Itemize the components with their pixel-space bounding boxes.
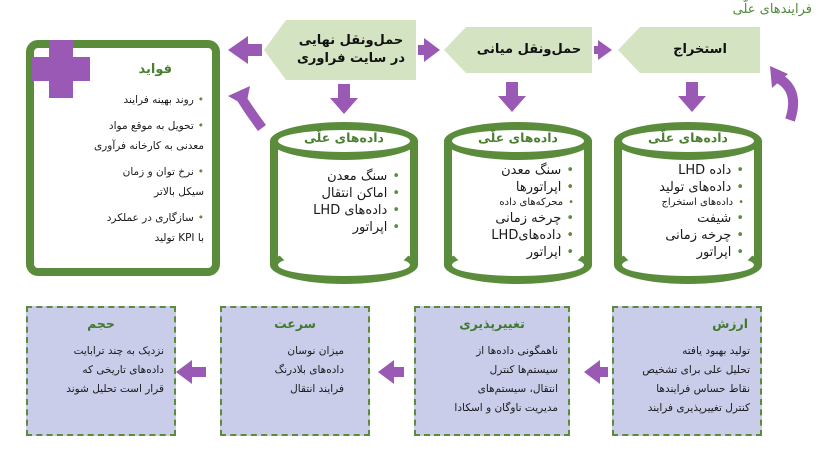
benefit-item: نرخ توان و زمان سیکل بالاتر <box>34 162 204 202</box>
benefits-list: روند بهینه فرایند تحویل به موقع مواد معد… <box>34 90 204 254</box>
box-body: نزدیک به چند ترابایت داده‌های تاریخی که … <box>66 345 164 395</box>
list-item: سنگ معدن <box>313 168 400 185</box>
list-item: اپراتورها <box>491 179 574 196</box>
plus-icon <box>32 40 90 98</box>
diagram-heading: فرایندهای علّی <box>732 2 812 17</box>
cylinder-extraction: داده‌های علّی داده LHD داده‌های تولید دا… <box>614 122 762 284</box>
benefit-item: تحویل به موقع مواد معدنی به کارخانه فرآو… <box>34 116 204 156</box>
list-item: سنگ معدن <box>491 162 574 179</box>
list-item: اپراتور <box>491 244 574 261</box>
list-item: اپراتور <box>313 219 400 236</box>
box-volume: حجم نزدیک به چند ترابایت داده‌های تاریخی… <box>26 306 176 436</box>
curved-arrow-right <box>775 73 798 122</box>
intermediate-chevron-shape <box>444 27 592 73</box>
stage-intermediate: حمل‌ونقل میانی <box>466 27 592 73</box>
stage-final-label: حمل‌ونقل نهایی در سایت فراوری <box>296 33 406 66</box>
box-title: حجم <box>87 316 115 331</box>
stage-intermediate-label: حمل‌ونقل میانی <box>476 42 582 57</box>
box-body: میزان نوسان داده‌های بلادرنگ فرایند انتق… <box>274 345 344 395</box>
arrow-intermediate-to-final <box>418 38 440 62</box>
list-item: چرخه زمانی <box>659 227 744 244</box>
box-variability: تغییرپذیری ناهمگونی داده‌ها از سیستم‌ها … <box>414 306 570 436</box>
arrow-velocity-to-volume <box>176 360 206 384</box>
list-item: داده‌های LHD <box>313 202 400 219</box>
arrow-value-to-variability <box>584 360 608 384</box>
list-item: داده‌های استخراج <box>659 196 744 210</box>
benefit-item: روند بهینه فرایند <box>34 90 204 110</box>
arrow-down-extraction <box>678 82 706 112</box>
benefits-title: فواید <box>138 62 172 77</box>
box-body: ناهمگونی داده‌ها از سیستم‌ها کنترل انتقا… <box>454 345 558 414</box>
benefit-item: سازگاری در عملکرد با KPI تولید <box>34 208 204 248</box>
list-item: چرخه زمانی <box>491 210 574 227</box>
arrow-final-to-panel <box>228 36 262 64</box>
arrow-down-final <box>330 84 358 114</box>
extraction-chevron-shape <box>618 27 760 73</box>
stage-final: حمل‌ونقل نهایی در سایت فراوری <box>286 20 416 80</box>
box-body: تولید بهبود یافته تحلیل علی برای تشخیص ن… <box>642 345 750 414</box>
list-item: شیفت <box>659 210 744 227</box>
box-value: ارزش تولید بهبود یافته تحلیل علی برای تش… <box>612 306 762 436</box>
cylinder-final: داده‌های علّی سنگ معدن اماکن انتقال داده… <box>270 122 418 284</box>
stage-extraction-label: استخراج <box>673 42 727 57</box>
final-chevron-shape <box>264 20 416 80</box>
stage-extraction: استخراج <box>640 27 760 73</box>
cylinder-title: داده‌های علّی <box>304 130 384 145</box>
cylinder-intermediate: داده‌های علّی سنگ معدن اپراتورها محرکه‌ه… <box>444 122 592 284</box>
list-item: محرکه‌های داده <box>491 196 574 210</box>
box-title: ارزش <box>712 316 748 331</box>
list-item: داده LHD <box>659 162 744 179</box>
arrow-variability-to-velocity <box>378 360 404 384</box>
cylinder-list: سنگ معدن اپراتورها محرکه‌های داده چرخه ز… <box>491 162 574 261</box>
arrow-extraction-to-intermediate <box>594 40 612 60</box>
list-item: اپراتور <box>659 244 744 261</box>
cylinder-title: داده‌های علّی <box>478 130 558 145</box>
list-item: اماکن انتقال <box>313 185 400 202</box>
box-velocity: سرعت میزان نوسان داده‌های بلادرنگ فرایند… <box>220 306 370 436</box>
arrow-down-intermediate <box>498 82 526 112</box>
list-item: داده‌هایLHD <box>491 227 574 244</box>
cylinder-list: داده LHD داده‌های تولید داده‌های استخراج… <box>659 162 744 261</box>
list-item: داده‌های تولید <box>659 179 744 196</box>
box-title: تغییرپذیری <box>459 316 525 331</box>
cylinder-list: سنگ معدن اماکن انتقال داده‌های LHD اپرات… <box>313 168 400 236</box>
box-title: سرعت <box>274 316 316 331</box>
cylinder-title: داده‌های علّی <box>648 130 728 145</box>
